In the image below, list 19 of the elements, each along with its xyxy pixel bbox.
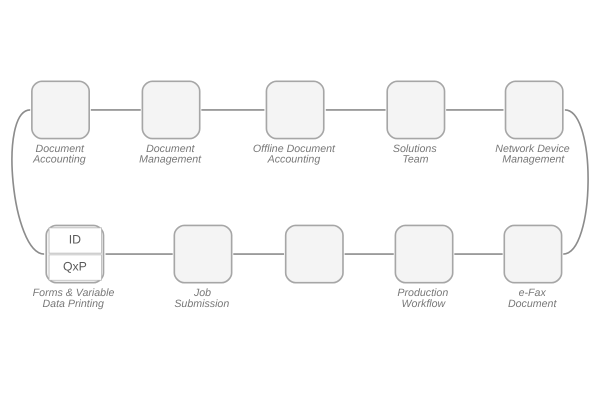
node-label: Offline Document Accounting	[252, 143, 336, 166]
node-label: Network Device Management	[495, 143, 570, 166]
connector	[454, 253, 503, 255]
connector	[446, 109, 504, 111]
connector	[11, 109, 44, 255]
node-label: Solutions Team	[392, 143, 437, 166]
node-label: e-Fax Document	[508, 287, 556, 310]
connector	[90, 109, 141, 111]
connector	[201, 109, 264, 111]
node-label: Forms & Variable Data Printing	[32, 287, 114, 310]
node-label: Document Accounting	[33, 143, 86, 166]
connector	[344, 253, 394, 255]
connector	[326, 109, 386, 111]
node-label: Production Workflow	[397, 287, 448, 310]
connector	[106, 253, 173, 255]
node-label: Document Management	[139, 143, 202, 166]
connector	[562, 109, 589, 255]
connector	[233, 253, 284, 255]
node-label: Job Submission	[174, 287, 230, 310]
